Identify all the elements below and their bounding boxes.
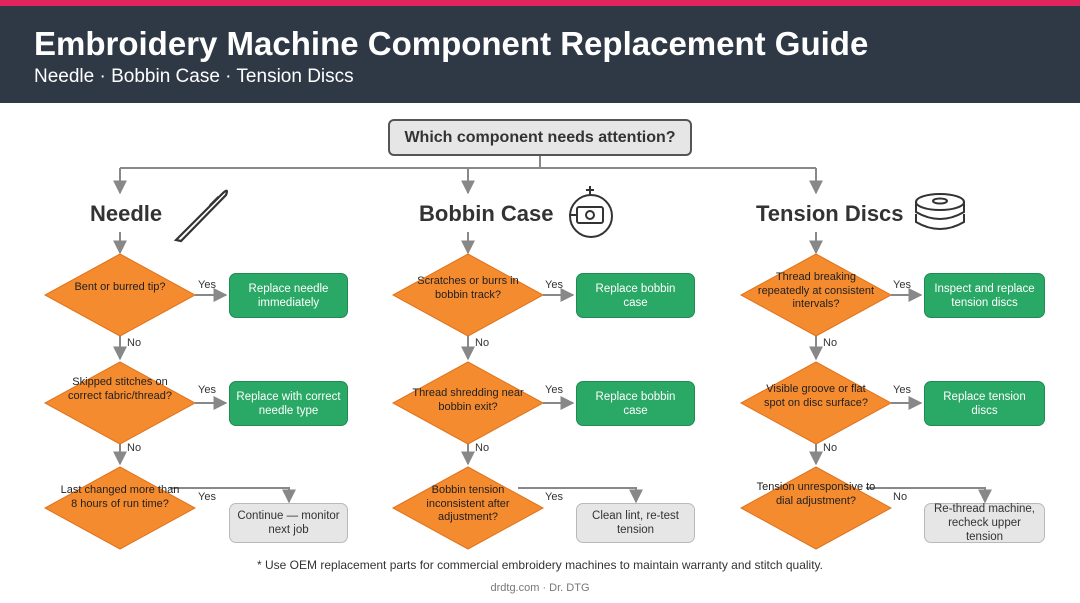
no-label: No (475, 442, 490, 454)
decision-text: Visible groove or flat spot on disc surf… (764, 383, 868, 409)
yes-label: Yes (198, 384, 216, 396)
outcome-box: Clean lint, re-test tension (576, 503, 695, 543)
action-box: Replace tension discs (924, 381, 1045, 426)
action-box: Inspect and replace tension discs (924, 273, 1045, 318)
action-box: Replace needle immediately (229, 273, 348, 318)
decision-text: Scratches or burrs in bobbin track? (417, 275, 519, 301)
no-label: No (475, 337, 490, 349)
no-label: No (823, 337, 838, 349)
decision-tension-1 (739, 253, 893, 337)
bobbin-case-icon (569, 186, 613, 238)
tension-discs-icon (915, 193, 965, 230)
decision-text: Last changed more than 8 hours of run ti… (60, 484, 180, 510)
action-box: Replace with correct needle type (229, 381, 348, 426)
decision-text: Tension unresponsive to dial adjustment? (756, 481, 876, 507)
no-label: No (823, 442, 838, 454)
flowchart-connectors (43, 156, 992, 550)
decision-needle-1 (43, 253, 197, 337)
decision-tension-2 (739, 361, 893, 445)
page-title: Embroidery Machine Component Replacement… (34, 25, 869, 62)
page-header: Embroidery Machine Component Replacement… (0, 6, 1080, 103)
no-label: No (893, 491, 908, 503)
decision-tension-3 (739, 466, 893, 550)
decision-bobbin-2 (391, 361, 545, 445)
yes-label: Yes (893, 279, 911, 291)
outcome-box: Continue — monitor next job (229, 503, 348, 543)
decision-text: Skipped stitches on correct fabric/threa… (68, 376, 172, 402)
column-heading-needle: Needle (90, 201, 163, 226)
outcome-box: Re-thread machine, recheck upper tension (924, 503, 1045, 543)
decision-bobbin-1 (391, 253, 545, 337)
page-subtitle: Needle · Bobbin Case · Tension Discs (34, 66, 354, 87)
yes-label: Yes (545, 384, 563, 396)
credit-line: drdtg.com · Dr. DTG (490, 582, 590, 594)
decision-needle-3 (43, 466, 197, 550)
no-label: No (127, 442, 142, 454)
column-heading-tension-discs: Tension Discs (756, 201, 904, 226)
column-heading-bobbin-case: Bobbin Case (419, 201, 554, 226)
action-box: Replace bobbin case (576, 381, 695, 426)
decision-text: Thread breaking repeatedly at consistent… (757, 271, 875, 310)
decision-needle-2 (43, 361, 197, 445)
action-box: Replace bobbin case (576, 273, 695, 318)
yes-label: Yes (198, 279, 216, 291)
decision-text: Bent or burred tip? (74, 281, 166, 293)
yes-label: Yes (545, 279, 563, 291)
decision-text: Bobbin tension inconsistent after adjust… (426, 484, 510, 523)
root-question: Which component needs attention? (388, 119, 692, 156)
accent-bar (0, 0, 1080, 6)
yes-label: Yes (893, 384, 911, 396)
decision-bobbin-3 (391, 466, 545, 550)
needle-icon (173, 189, 228, 243)
yes-label: Yes (545, 491, 563, 503)
no-label: No (127, 337, 142, 349)
footnote: * Use OEM replacement parts for commerci… (257, 558, 823, 572)
yes-label: Yes (198, 491, 216, 503)
decision-text: Thread shredding near bobbin exit? (412, 387, 524, 413)
